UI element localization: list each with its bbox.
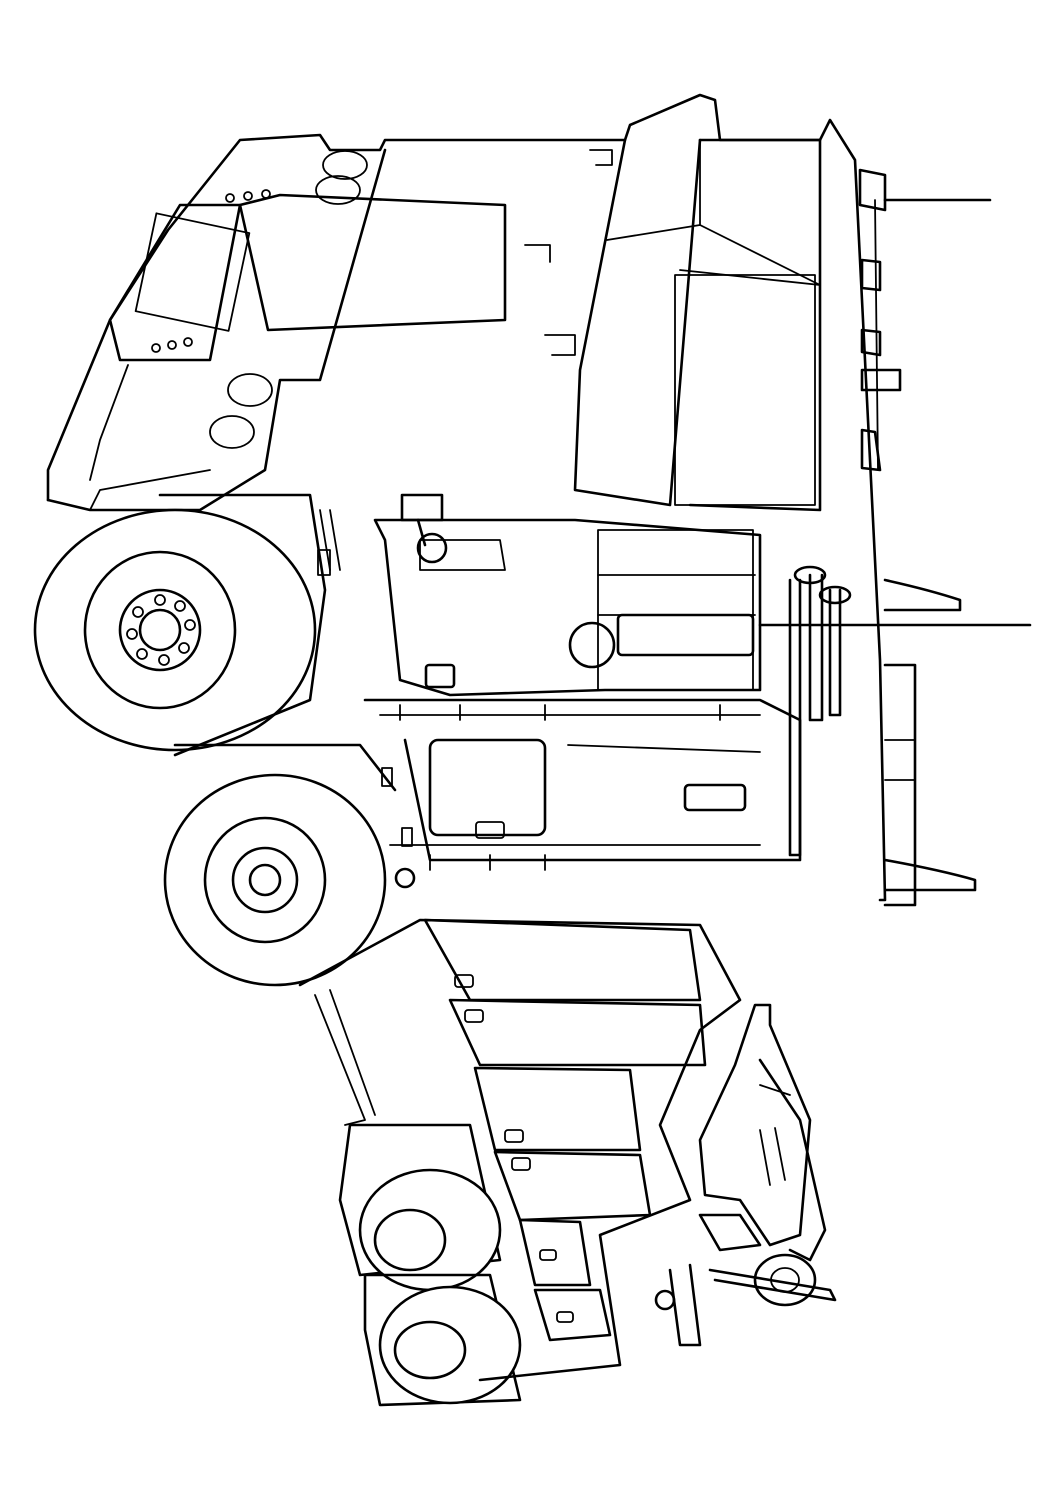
windshield (524, 138, 992, 512)
rear-wheel-1 (163, 743, 416, 987)
rear-wheel-2 (338, 1123, 502, 1292)
wheel-lug-nuts (126, 594, 196, 666)
chassis-toolboxes (298, 918, 742, 1382)
cab-front (46, 93, 887, 902)
fifth-wheel-hitch (654, 1003, 837, 1347)
sleeper (363, 698, 802, 871)
exhaust-stacks (758, 565, 1032, 907)
rear-wheel-3 (363, 1273, 522, 1407)
front-wheel (33, 493, 327, 757)
cab-door (317, 493, 762, 697)
